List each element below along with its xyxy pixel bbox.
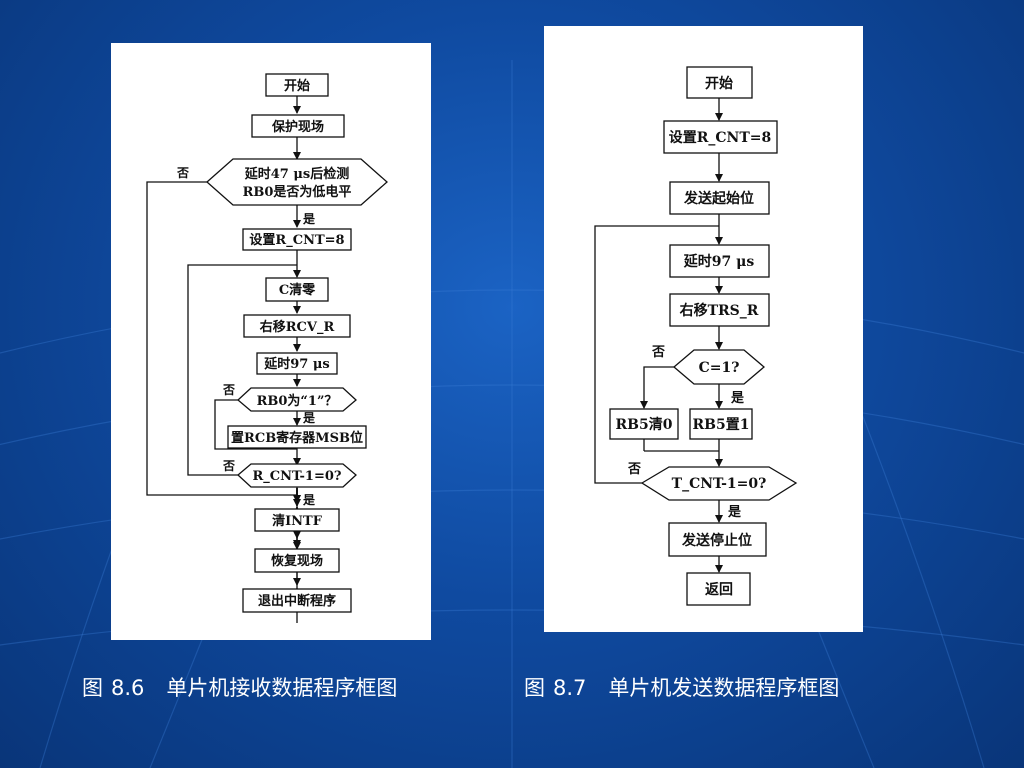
figure-caption-8-7: 图 8.7 单片机发送数据程序框图 (524, 672, 839, 702)
label-no-1: 否 (176, 166, 189, 180)
text-c-check: C=1? (699, 360, 740, 376)
caption-title: 单片机接收数据程序框图 (166, 676, 398, 700)
text-return: 返回 (705, 581, 733, 598)
text-clear-intf: 清INTF (272, 513, 323, 529)
node-delay (669, 244, 770, 278)
flowchart-receive: 开始 保护现场 延时47 μs后检测 RB0是否为低电平 设置R_CNT=8 C… (146, 73, 388, 623)
label-no-1: 否 (651, 345, 665, 360)
text-rb5-set: RB5置1 (693, 416, 750, 433)
node-rb5-clear (609, 408, 679, 440)
decision-rb0-one (237, 387, 357, 412)
text-rb0: RB0为“1”？ (257, 393, 338, 409)
text-cnt-check: T_CNT-1=0? (672, 476, 767, 492)
text-send-stop: 发送停止位 (681, 532, 752, 549)
label-yes-3: 是 (302, 493, 316, 507)
label-yes-2: 是 (302, 411, 316, 425)
text-shift: 右移TRS_R (679, 302, 759, 319)
caption-number: 8.7 (553, 676, 587, 700)
flowchart-receive-panel: 开始 保护现场 延时47 μs后检测 RB0是否为低电平 设置R_CNT=8 C… (111, 43, 431, 640)
text-check-line2: RB0是否为低电平 (243, 184, 352, 200)
decision-t-cnt (640, 466, 798, 501)
node-send-stop (668, 522, 767, 557)
node-start (686, 66, 753, 99)
text-save: 保护现场 (271, 119, 324, 135)
text-start: 开始 (705, 75, 733, 92)
text-check-line1: 延时47 μs后检测 (244, 166, 349, 182)
caption-label: 图 (524, 676, 545, 700)
node-clear-intf (254, 508, 340, 532)
text-restore: 恢复现场 (271, 553, 323, 569)
flowchart-send: 开始 设置R_CNT=8 发送起始位 延时97 μs 右移TRS_R C=1? … (594, 66, 798, 606)
text-clear-c: C清零 (279, 282, 316, 298)
text-set-cnt: 设置R_CNT=8 (249, 233, 344, 248)
text-send-start: 发送起始位 (683, 190, 754, 207)
node-shift (243, 314, 351, 338)
node-exit (242, 588, 352, 613)
label-no-3: 否 (222, 459, 235, 473)
node-delay (256, 352, 338, 375)
node-rb5-set (689, 408, 753, 440)
text-exit: 退出中断程序 (258, 593, 336, 609)
text-set-cnt: 设置R_CNT=8 (669, 129, 771, 146)
node-set-cnt (242, 228, 352, 251)
text-start: 开始 (284, 78, 310, 94)
node-shift (669, 293, 770, 327)
caption-number: 8.6 (111, 676, 145, 700)
node-save (251, 114, 345, 138)
node-send-start (669, 181, 770, 215)
text-rb5-clear: RB5清0 (616, 416, 673, 433)
caption-title: 单片机发送数据程序框图 (608, 676, 840, 700)
text-set-msb: 置RCB寄存器MSB位 (231, 430, 363, 446)
label-no-2: 否 (222, 383, 235, 397)
label-no-2: 否 (627, 462, 641, 477)
label-yes-1: 是 (302, 212, 316, 226)
decision-r-cnt (237, 463, 357, 488)
node-return (686, 572, 751, 606)
flowchart-send-panel: 开始 设置R_CNT=8 发送起始位 延时97 μs 右移TRS_R C=1? … (544, 26, 863, 632)
decision-c (672, 349, 766, 385)
node-start (265, 73, 329, 97)
text-shift: 右移RCV_R (259, 319, 335, 335)
figure-caption-8-6: 图 8.6 单片机接收数据程序框图 (82, 672, 397, 702)
text-cnt-check: R_CNT-1=0? (252, 469, 341, 484)
label-yes-2: 是 (727, 505, 742, 520)
node-restore (254, 548, 340, 573)
text-delay: 延时97 μs (263, 356, 329, 372)
text-delay: 延时97 μs (683, 253, 755, 270)
node-set-cnt (663, 120, 778, 154)
node-set-msb (227, 425, 367, 449)
label-yes-1: 是 (730, 391, 745, 406)
decision-rb0-low (206, 158, 388, 206)
node-clear-c (265, 277, 329, 302)
caption-label: 图 (82, 676, 103, 700)
